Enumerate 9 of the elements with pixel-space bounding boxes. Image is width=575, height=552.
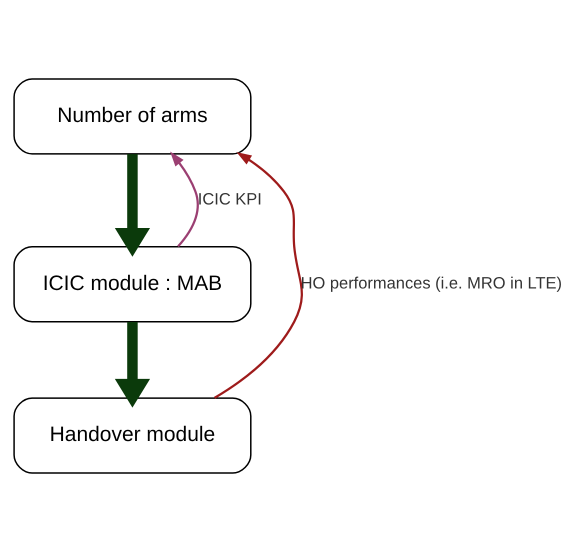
arrow bbox=[170, 152, 199, 248]
edge-label: HO performances (i.e. MRO in LTE) bbox=[300, 274, 562, 292]
arrow bbox=[114, 154, 150, 257]
edge-label: ICIC KPI bbox=[198, 190, 262, 209]
arrow bbox=[214, 152, 303, 399]
node-box: Handover module bbox=[13, 397, 252, 474]
node-box: ICIC module : MAB bbox=[13, 246, 252, 322]
arrow bbox=[114, 322, 150, 408]
node-box: Number of arms bbox=[13, 78, 252, 155]
